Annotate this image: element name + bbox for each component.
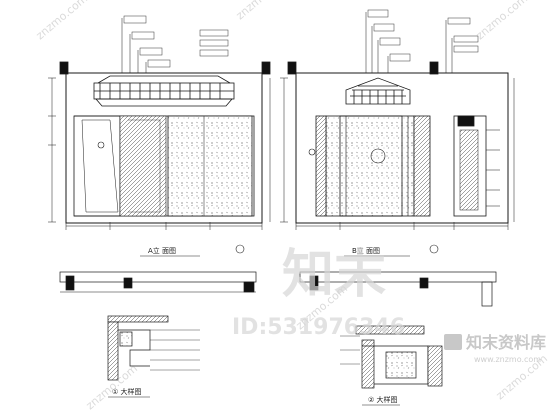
brand-logo: 知末资料库 www.znzmo.com	[444, 333, 546, 364]
logo-icon	[444, 334, 462, 350]
watermark-brand: 知末	[282, 245, 386, 305]
right-elevation	[280, 12, 515, 230]
right-plan-strip	[299, 271, 497, 307]
left-elevation	[48, 18, 271, 230]
detail-left-title: ① 大样图	[112, 387, 142, 396]
watermark-id: ID:531976346	[232, 315, 405, 340]
right-callouts	[367, 9, 479, 62]
watermark-text: znzmo.com	[34, 0, 90, 42]
section-marker-icon	[235, 244, 245, 254]
detail-right	[340, 325, 443, 389]
logo-text: 知末资料库	[466, 333, 546, 352]
detail-right-title: ② 大样图	[368, 395, 398, 404]
watermark-text: znzmo.com	[234, 0, 290, 22]
right-elevation-title: B立 面图	[352, 246, 380, 255]
section-marker-icon	[429, 244, 439, 254]
watermark-text: znzmo.com	[474, 0, 530, 42]
logo-url: www.znzmo.com	[474, 355, 541, 364]
left-callouts	[123, 15, 229, 68]
left-elevation-title: A立 面图	[148, 246, 176, 255]
left-plan-strip	[59, 271, 257, 293]
detail-left	[107, 315, 200, 381]
